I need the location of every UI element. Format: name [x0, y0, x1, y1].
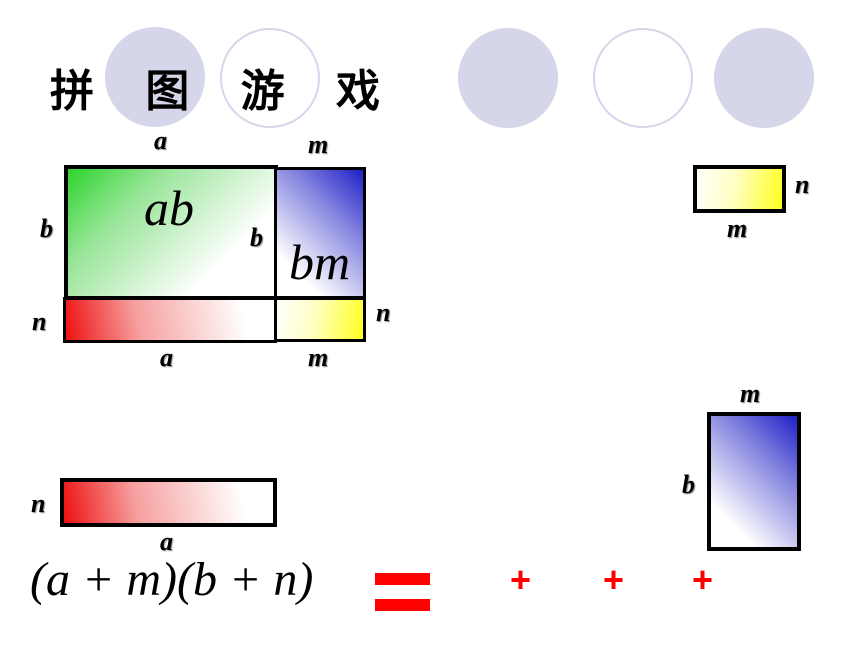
area-label-ab: ab — [144, 180, 194, 236]
label-a-red: a — [160, 527, 173, 556]
decor-circle-4 — [593, 28, 693, 128]
decor-circle-2 — [220, 28, 320, 128]
label-n-left: n — [32, 307, 47, 336]
loose-piece-an[interactable] — [60, 478, 277, 527]
decor-circle-3 — [458, 28, 558, 128]
plus-sign-2: + — [603, 559, 625, 600]
decor-circle-5 — [714, 28, 814, 128]
label-n-right: n — [376, 298, 391, 327]
label-b-blue: b — [682, 470, 695, 499]
piece-an[interactable] — [63, 297, 277, 343]
page-title: 拼 图 游 戏 — [50, 66, 398, 117]
equation-lhs: (a + m)(b + n) — [30, 553, 314, 606]
plus-sign-3: + — [692, 559, 714, 600]
label-m-top: m — [308, 130, 329, 159]
piece-bm[interactable] — [274, 167, 366, 299]
label-m-bottom: m — [308, 343, 329, 372]
label-b-left: b — [40, 214, 53, 243]
label-m-yellow: m — [727, 214, 748, 243]
label-a-top: a — [154, 126, 167, 155]
plus-sign-1: + — [510, 559, 532, 600]
decor-circle-1 — [105, 27, 205, 127]
label-a-bottom: a — [160, 343, 173, 372]
label-m-blue: m — [740, 379, 761, 408]
label-n-red: n — [31, 489, 46, 518]
label-n-yellow: n — [795, 170, 810, 199]
loose-piece-bm[interactable] — [707, 412, 801, 551]
piece-mn[interactable] — [274, 297, 366, 342]
equals-sign — [375, 573, 430, 613]
area-label-bm: bm — [289, 234, 351, 290]
label-b-inner: b — [250, 223, 263, 252]
loose-piece-mn[interactable] — [693, 165, 786, 213]
